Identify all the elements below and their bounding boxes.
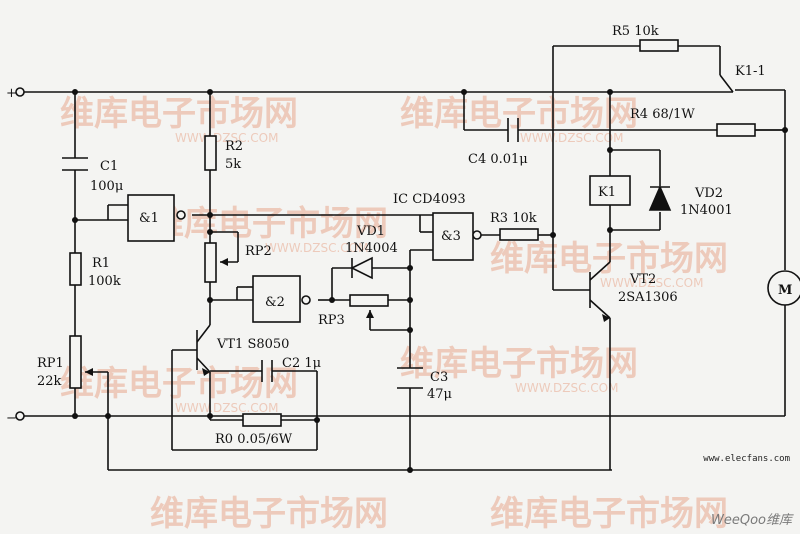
watermark-brand: 维库电子市场网	[490, 494, 728, 534]
minus-terminal-label: −	[6, 411, 17, 426]
vd2-name: VD2	[694, 186, 723, 201]
footer-credit: WeeQoo维库	[711, 513, 792, 528]
vt2-value: 2SA1306	[618, 290, 678, 305]
vd1-diode-symbol	[350, 256, 373, 280]
watermark-brand: 维库电子市场网	[60, 94, 298, 134]
watermark-url: WWW.DZSC.COM	[600, 276, 703, 290]
vd1-value: 1N4004	[345, 241, 398, 256]
vd2-value: 1N4001	[680, 203, 733, 218]
r1-name: R1	[92, 256, 110, 271]
rp3-label: RP3	[318, 313, 345, 328]
r1-value: 100k	[88, 274, 121, 289]
motor-label: M	[778, 283, 792, 298]
c4-label: C4 0.01μ	[468, 152, 528, 167]
watermark-url: WWW.DZSC.COM	[175, 401, 278, 415]
watermark-brand: 维库电子市场网	[490, 239, 728, 279]
r3-label: R3 10k	[490, 211, 537, 226]
vd1-name: VD1	[356, 224, 385, 239]
r4-label: R4 68/1W	[630, 107, 695, 122]
junction-dots	[72, 89, 788, 473]
site-url: www.elecfans.com	[703, 454, 790, 464]
watermark-brand: 维库电子市场网	[150, 494, 388, 534]
plus-terminal-label: +	[6, 86, 17, 101]
c2-label: C2 1μ	[282, 356, 321, 371]
ic-label: IC CD4093	[393, 192, 466, 207]
k1-label: K1	[598, 185, 616, 200]
c3-value: 47μ	[427, 387, 452, 402]
vt1-label: VT1 S8050	[216, 337, 289, 352]
rp2-label: RP2	[245, 244, 272, 259]
r0-label: R0 0.05/6W	[215, 432, 293, 447]
rp1-value: 22k	[37, 374, 62, 389]
r5-label: R5 10k	[612, 24, 659, 39]
r2-name: R2	[225, 139, 243, 154]
r2-value: 5k	[225, 157, 241, 172]
gate-3-label: &3	[441, 229, 461, 244]
watermark-brand: 维库电子市场网	[400, 94, 638, 134]
c1-value: 100μ	[90, 179, 123, 194]
watermark-url: WWW.DZSC.COM	[515, 381, 618, 395]
rp1-name: RP1	[37, 356, 64, 371]
watermark-url: WWW.DZSC.COM	[175, 131, 278, 145]
c3-name: C3	[430, 370, 448, 385]
gate-1-label: &1	[139, 211, 159, 226]
wiring	[15, 39, 800, 471]
watermark-layer: 维库电子市场网 WWW.DZSC.COM 维库电子市场网 WWW.DZSC.CO…	[60, 94, 728, 534]
watermark-url: WWW.DZSC.COM	[265, 241, 368, 255]
wiper-arrows	[85, 258, 610, 376]
watermark-brand: 维库电子市场网	[400, 344, 638, 384]
vd2-diode-symbol	[648, 184, 672, 211]
watermark-url: WWW.DZSC.COM	[520, 131, 623, 145]
c1-name: C1	[100, 159, 118, 174]
watermark-brand: 维库电子市场网	[150, 204, 388, 244]
k1-1-label: K1-1	[735, 64, 766, 79]
gate-2-label: &2	[265, 295, 285, 310]
vt2-name: VT2	[629, 272, 656, 287]
